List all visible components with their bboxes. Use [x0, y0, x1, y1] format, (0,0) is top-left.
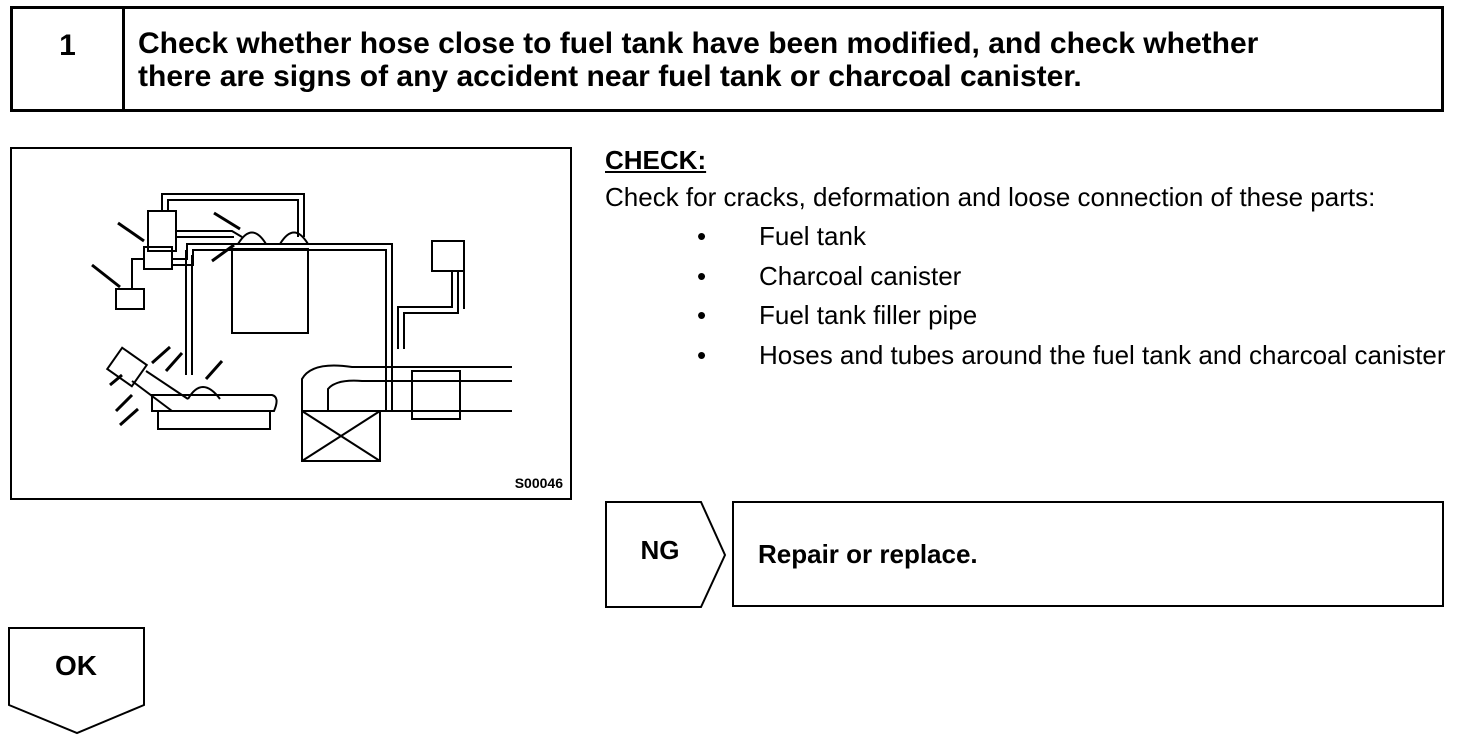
sensor-drawing: [431, 240, 465, 272]
frame-cross-drawing: [301, 410, 381, 462]
ng-action-text: Repair or replace.: [758, 539, 978, 569]
check-heading: CHECK:: [605, 145, 707, 175]
list-item-text: Fuel tank filler pipe: [759, 300, 978, 330]
filler-pan-drawing: [151, 394, 278, 412]
bullet: •: [697, 339, 707, 370]
muffler-drawing: [411, 370, 461, 420]
step-title-line-2: there are signs of any accident near fue…: [138, 60, 1082, 93]
list-item: • Fuel tank filler pipe: [605, 296, 1446, 336]
ng-arrow-shape: [605, 501, 727, 608]
step-title-line-1: Check whether hose close to fuel tank ha…: [138, 27, 1259, 60]
step-title: Check whether hose close to fuel tank ha…: [125, 9, 1441, 109]
list-item: • Charcoal canister: [605, 257, 1446, 297]
ok-label: OK: [55, 650, 97, 681]
list-item-text: Charcoal canister: [759, 260, 962, 291]
step-number: 1: [13, 9, 125, 109]
ok-arrow-shape: [8, 627, 145, 735]
fuel-system-drawing: [91, 193, 512, 462]
list-item-text: Hoses and tubes around the fuel tank and…: [759, 339, 1446, 370]
canister-drawing: [147, 210, 177, 252]
check-list: • Fuel tank • Charcoal canister • Fuel t…: [605, 217, 1446, 375]
list-item-text: Fuel tank: [759, 221, 866, 251]
bullet: •: [697, 260, 707, 291]
fuel-tank-drawing: [231, 248, 309, 334]
bullet: •: [697, 221, 707, 251]
list-item: • Hoses and tubes around the fuel tank a…: [605, 336, 1446, 376]
fuel-system-illustration: S00046: [10, 147, 572, 500]
ng-label: NG: [640, 535, 680, 565]
check-description: Check for cracks, deformation and loose …: [605, 182, 1376, 212]
vsv-drawing: [115, 288, 145, 310]
figure-code: S00046: [514, 475, 563, 491]
check-section: CHECK: Check for cracks, deformation and…: [605, 143, 1446, 375]
bullet: •: [697, 300, 707, 330]
ng-action-box: Repair or replace.: [732, 501, 1444, 607]
list-item: • Fuel tank: [605, 217, 1446, 257]
step-header: 1 Check whether hose close to fuel tank …: [10, 6, 1444, 112]
